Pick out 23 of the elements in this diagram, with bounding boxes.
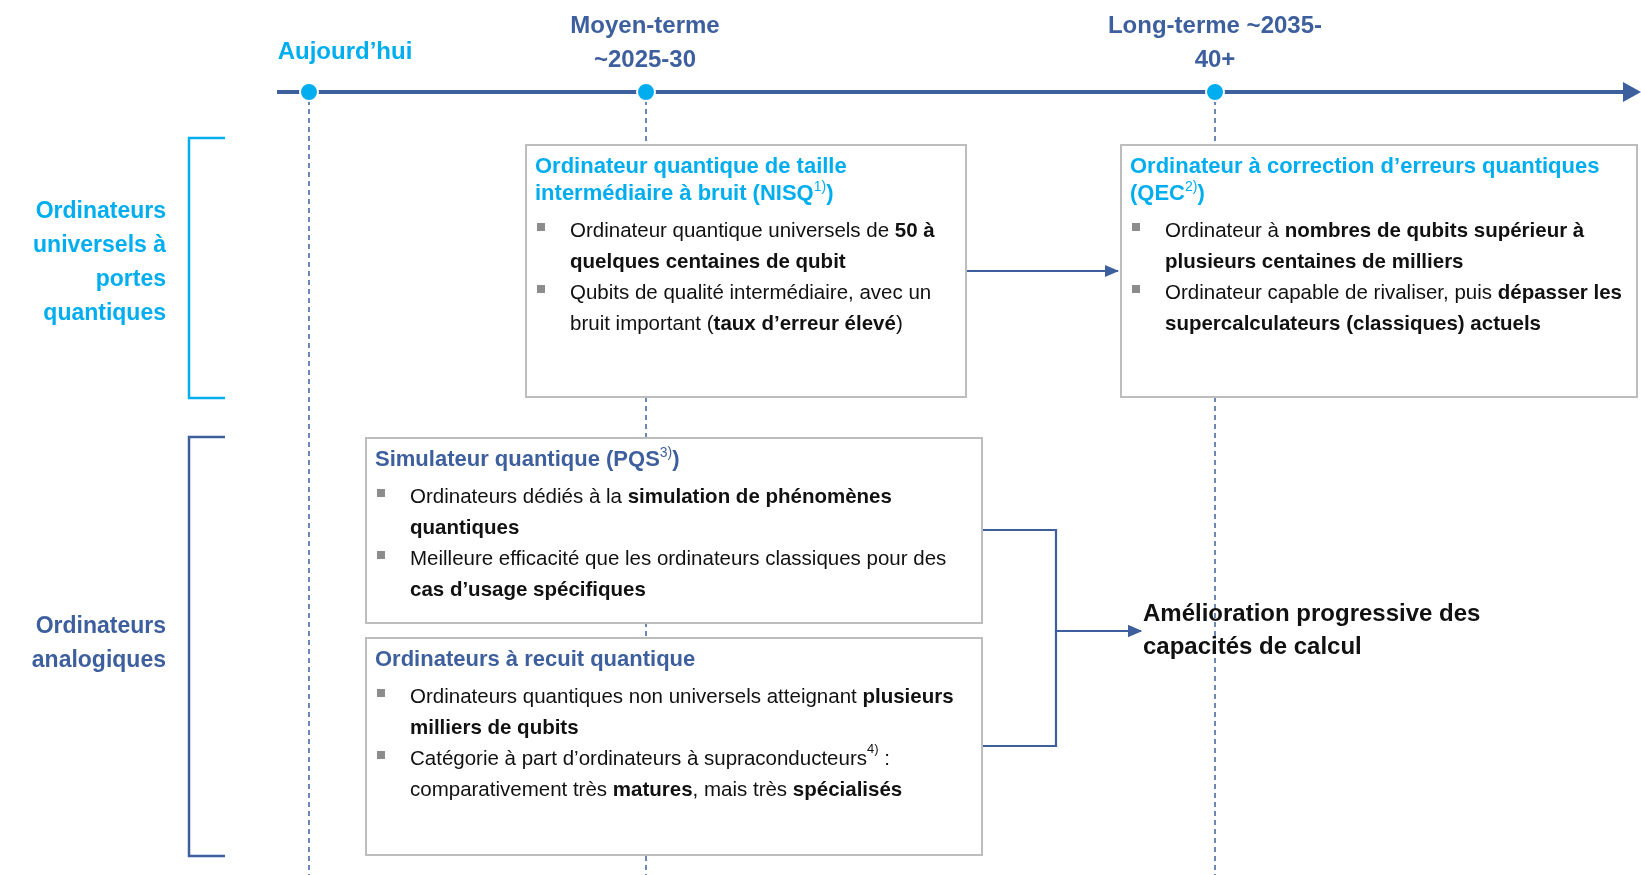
box-heading: Ordinateurs à recuit quantique: [375, 645, 697, 672]
timeline-label: Moyen-terme ~2025-30: [569, 10, 721, 74]
arrow: [967, 265, 1119, 277]
category-label: Ordinateurs analogiques: [30, 611, 166, 674]
info-box: [365, 637, 983, 856]
box-heading: Ordinateur à correction d’erreurs quantiques (QEC$^{2)}$): [1130, 152, 1601, 206]
box-heading: Simulateur quantique (PQS$^{3)}$): [375, 445, 681, 472]
arrow: [983, 625, 1142, 748]
bullet-text: Ordinateurs quantiques non universels atteignant plusieurs milliers de qubits: [375, 680, 973, 742]
bullet-text: Qubits de qualité intermédiaire, avec un bruit important (taux d’erreur élevé): [535, 276, 957, 338]
info-box: [365, 437, 983, 624]
result-text: Amélioration progressive des capacités de calcul: [1143, 598, 1482, 661]
bullet-text: Ordinateur capable de rivaliser, puis dépasser les supercalculateurs (classiques) actuels: [1130, 276, 1628, 338]
category-label: Ordinateurs universels à portes quantiques: [32, 196, 166, 327]
timeline-label: Aujourd’hui: [276, 36, 414, 66]
bullet-text: Ordinateurs dédiés à la simulation de phénomènes quantiques: [375, 480, 973, 542]
box-heading: Ordinateur quantique de taille intermédiaire à bruit (NISQ$^{1)}$): [535, 152, 848, 206]
bullet-text: Meilleure efficacité que les ordinateurs classiques pour des cas d’usage spécifiques: [375, 542, 973, 604]
bullet-text: Catégorie à part d’ordinateurs à supraconducteurs$^{4)}$ : comparativement très matures, mais très spécialisés: [375, 742, 973, 804]
info-box: [1120, 144, 1638, 398]
bullet-text: Ordinateur quantique universels de 50 à quelques centaines de qubit: [535, 214, 957, 276]
timeline-label: Long-terme ~2035-40+: [1106, 10, 1324, 74]
info-box: [525, 144, 967, 398]
